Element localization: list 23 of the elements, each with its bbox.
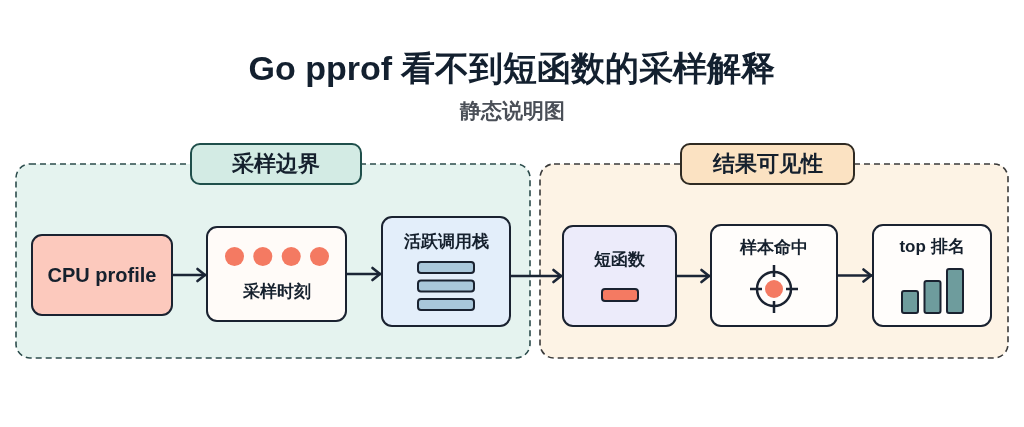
- group-panel: [15, 143, 531, 359]
- arrow: [511, 268, 563, 284]
- process-box: [710, 224, 838, 327]
- node-label: 样本命中: [740, 237, 808, 258]
- arrow: [173, 267, 207, 283]
- node-label: 活跃调用栈: [403, 232, 489, 252]
- process-box: [381, 216, 511, 327]
- arrow: [838, 268, 873, 283]
- arrow: [677, 268, 711, 284]
- group-title: 结果可见性: [680, 143, 855, 185]
- node-label: 短函数: [594, 250, 645, 270]
- process-box: [31, 234, 173, 316]
- node-label: CPU profile: [47, 263, 157, 287]
- node-label: 采样时刻: [242, 281, 311, 302]
- group-panel: [539, 143, 1009, 359]
- diagram-title: Go pprof 看不到短函数的采样解释: [248, 48, 776, 89]
- subtitle: 静态说明图: [459, 98, 565, 124]
- node-label: top 排名: [899, 237, 965, 257]
- group-title: 采样边界: [190, 143, 362, 185]
- process-box: [206, 226, 347, 322]
- process-box: [872, 224, 992, 327]
- process-box: [562, 225, 677, 327]
- arrow: [347, 266, 382, 282]
